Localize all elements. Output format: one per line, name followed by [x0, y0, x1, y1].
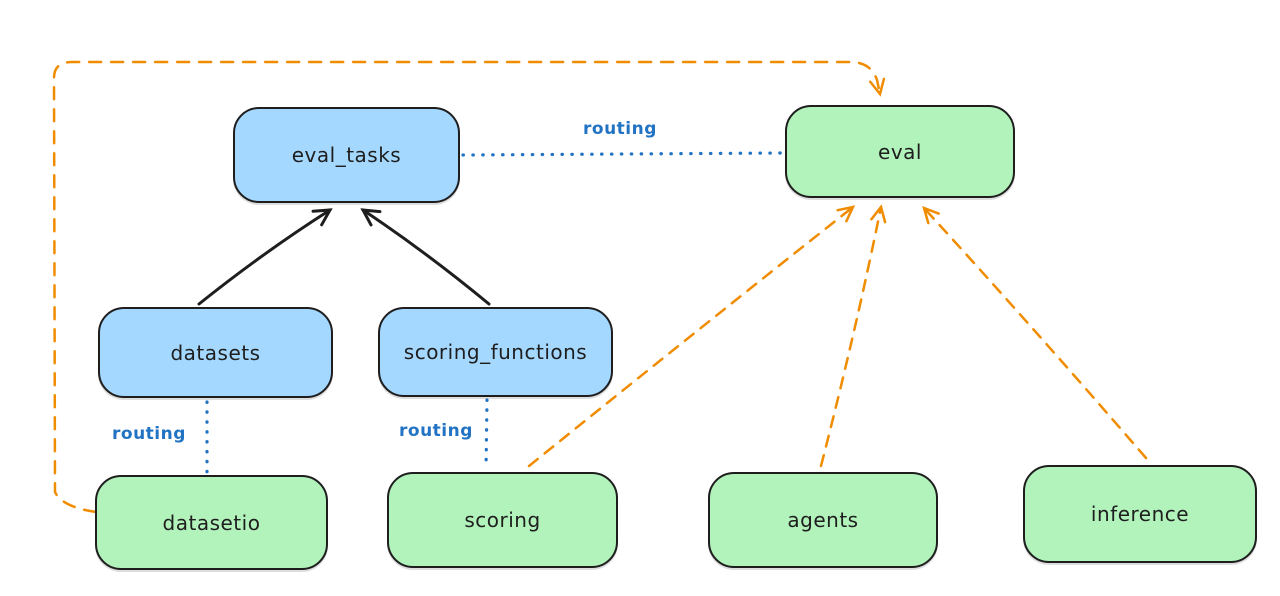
- node-inference: inference: [1023, 465, 1257, 563]
- edge-label-routing-middle: routing: [399, 421, 473, 441]
- edge-inference-eval: [922, 205, 1148, 460]
- node-eval: eval: [785, 105, 1015, 198]
- node-datasets: datasets: [98, 307, 333, 398]
- node-datasetio-label: datasetio: [162, 510, 261, 535]
- edge-scoring-eval: [527, 205, 856, 468]
- node-inference-label: inference: [1090, 502, 1190, 526]
- node-scoring-label: scoring: [464, 508, 541, 532]
- node-eval-tasks-label: eval_tasks: [291, 143, 402, 167]
- node-datasetio: datasetio: [95, 475, 328, 570]
- node-agents: agents: [708, 472, 938, 568]
- node-scoring-functions-label: scoring_functions: [403, 340, 588, 364]
- edge-scoring_functions-eval_tasks: [360, 208, 491, 306]
- node-datasets-label: datasets: [170, 340, 261, 365]
- node-scoring: scoring: [387, 472, 618, 568]
- edge-label-routing-top: routing: [583, 119, 657, 139]
- edge-routing-eval_tasks-eval: [461, 151, 784, 157]
- edge-datasetio-eval: [52, 60, 886, 514]
- node-eval-tasks: eval_tasks: [233, 107, 460, 203]
- edge-datasets-eval_tasks: [197, 208, 333, 306]
- node-scoring-functions: scoring_functions: [378, 307, 613, 397]
- edge-label-routing-left: routing: [112, 424, 186, 444]
- edge-routing-scoring_functions-scoring: [484, 398, 489, 471]
- node-agents-label: agents: [787, 508, 859, 532]
- edge-agents-eval: [819, 204, 887, 468]
- node-eval-label: eval: [878, 139, 922, 164]
